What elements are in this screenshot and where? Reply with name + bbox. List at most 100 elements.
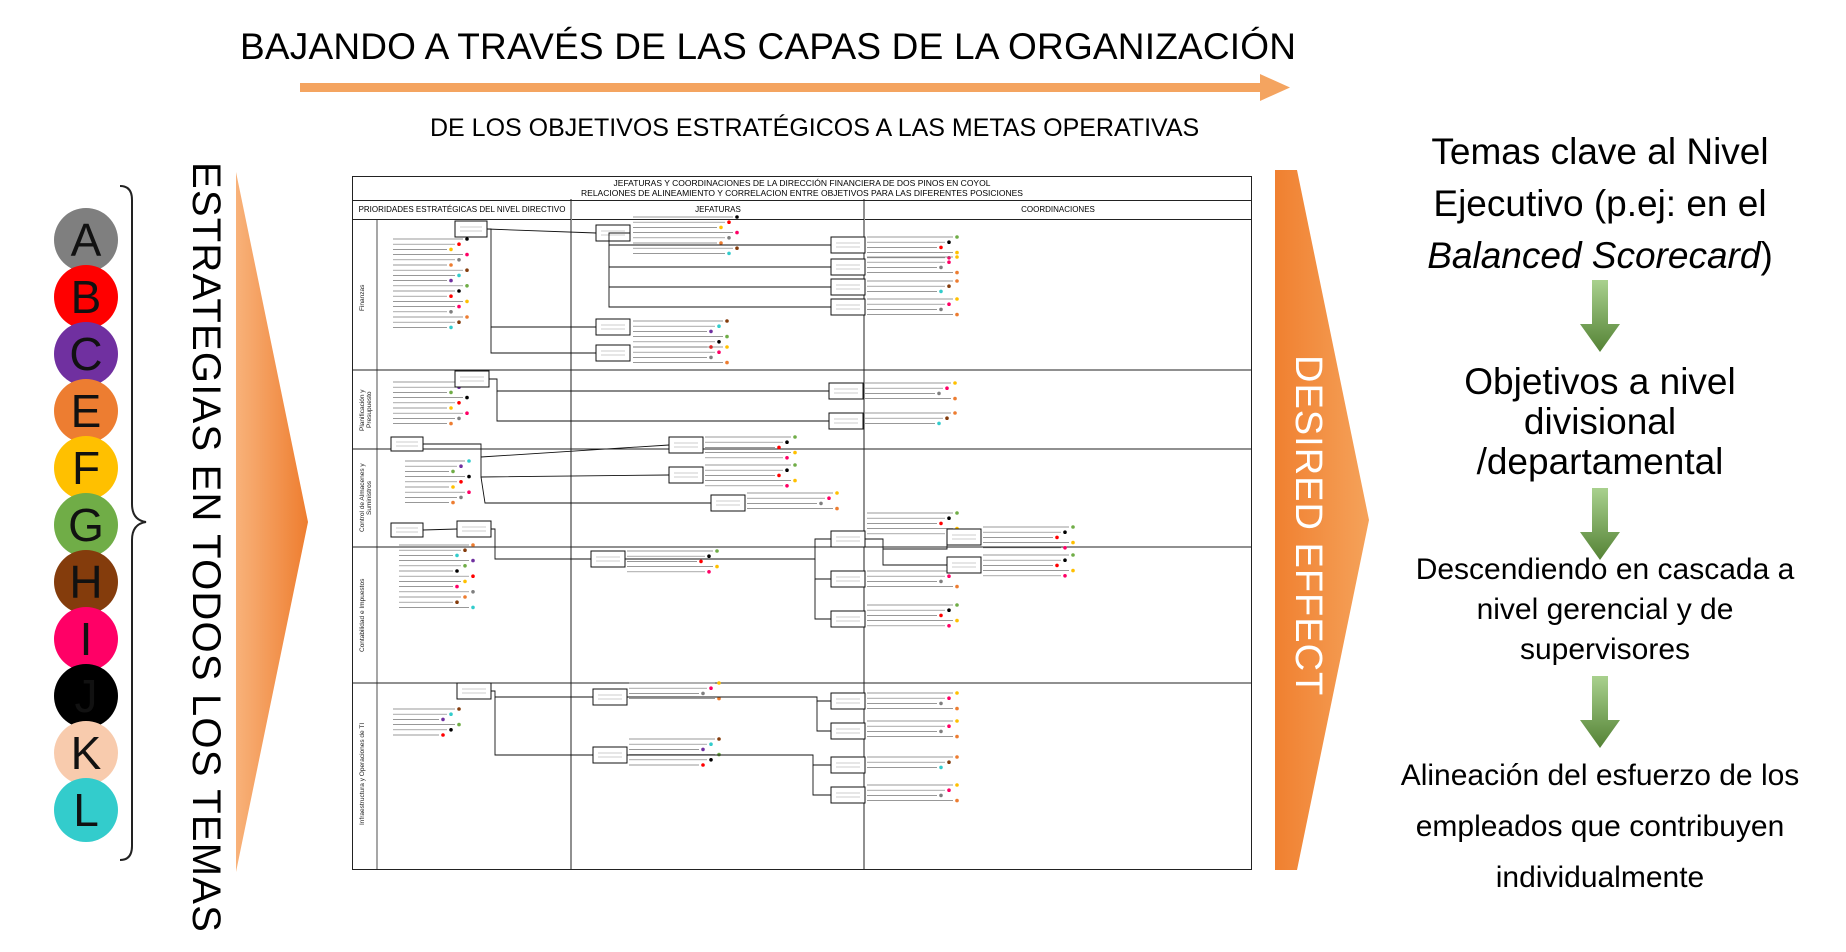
theme-dot bbox=[735, 246, 739, 250]
theme-dot bbox=[467, 474, 471, 479]
theme-dot bbox=[955, 255, 959, 259]
theme-dot bbox=[793, 463, 797, 467]
theme-dot bbox=[449, 247, 453, 252]
theme-dot bbox=[1063, 530, 1067, 534]
theme-dot bbox=[727, 251, 731, 256]
objective-box bbox=[828, 412, 864, 430]
top-right-arrow bbox=[300, 74, 1290, 101]
theme-dot bbox=[947, 516, 951, 520]
objective-box bbox=[946, 528, 982, 546]
theme-dot bbox=[471, 558, 475, 563]
objective-box bbox=[830, 278, 866, 296]
cascade-text: Descendiendo en cascada a nivel gerencia… bbox=[1415, 553, 1795, 666]
connector-line bbox=[627, 696, 831, 702]
theme-dot bbox=[719, 241, 723, 245]
theme-dot bbox=[455, 600, 459, 604]
objective-box bbox=[830, 610, 866, 628]
document-header-line1: JEFATURAS Y COORDINACIONES DE LA DIRECCI… bbox=[613, 178, 991, 188]
theme-dot bbox=[785, 456, 789, 460]
theme-dot bbox=[1071, 568, 1075, 573]
theme-dot bbox=[955, 584, 959, 589]
strategy-circle: I bbox=[54, 607, 118, 671]
theme-dot bbox=[955, 250, 959, 255]
theme-dot bbox=[467, 490, 471, 495]
theme-dot bbox=[947, 302, 951, 306]
theme-dot bbox=[939, 793, 943, 798]
strategy-circle: L bbox=[54, 778, 118, 842]
objective-box bbox=[828, 382, 864, 400]
theme-dot bbox=[717, 681, 721, 685]
theme-dot bbox=[947, 724, 951, 728]
theme-dot bbox=[955, 783, 959, 787]
down-arrow-icon bbox=[1580, 488, 1620, 560]
theme-dot bbox=[947, 608, 951, 612]
document-header: JEFATURAS Y COORDINACIONES DE LA DIRECCI… bbox=[353, 177, 1251, 201]
objective-box bbox=[390, 436, 424, 452]
theme-dot bbox=[457, 289, 461, 293]
theme-dot bbox=[441, 717, 445, 722]
theme-dot bbox=[449, 712, 453, 716]
objective-box bbox=[456, 682, 492, 700]
theme-dot bbox=[449, 263, 453, 267]
theme-dot bbox=[709, 758, 713, 762]
theme-dot bbox=[1071, 540, 1075, 545]
theme-dot bbox=[785, 468, 789, 473]
theme-dot bbox=[717, 696, 721, 701]
theme-dot bbox=[1071, 525, 1075, 529]
theme-dot bbox=[701, 763, 705, 767]
theme-dot bbox=[451, 500, 455, 505]
theme-dot bbox=[451, 485, 455, 489]
theme-dot bbox=[955, 603, 959, 607]
connector-line bbox=[490, 327, 596, 354]
page-title: BAJANDO A TRAVÉS DE LAS CAPAS DE LA ORGA… bbox=[240, 26, 1297, 67]
theme-dot bbox=[735, 230, 739, 235]
theme-dot bbox=[725, 319, 729, 323]
theme-dot bbox=[725, 334, 729, 339]
theme-dot bbox=[449, 278, 453, 283]
theme-dot bbox=[717, 350, 721, 354]
theme-dot bbox=[465, 395, 469, 400]
connector-line bbox=[487, 228, 596, 328]
connector-line bbox=[812, 765, 831, 796]
theme-dot bbox=[725, 345, 729, 349]
down-arrow-icon bbox=[1580, 280, 1620, 352]
desired-effect-arrow bbox=[1275, 170, 1369, 870]
theme-dot bbox=[451, 469, 455, 474]
theme-dot bbox=[827, 496, 831, 501]
theme-dot bbox=[709, 355, 713, 360]
connector-line bbox=[625, 538, 831, 560]
theme-dot bbox=[939, 701, 943, 706]
divisional-objectives-text: Objetivos a nivel divisional /departamen… bbox=[1464, 361, 1736, 482]
theme-dot bbox=[471, 543, 475, 547]
theme-dot bbox=[953, 381, 957, 385]
theme-dot bbox=[1055, 563, 1059, 568]
theme-dot bbox=[955, 755, 959, 759]
theme-dot bbox=[945, 416, 949, 420]
theme-dot bbox=[471, 574, 475, 578]
connector-line bbox=[480, 476, 711, 504]
strategy-circle: C bbox=[54, 322, 118, 386]
theme-dot bbox=[735, 215, 739, 219]
theme-dot bbox=[955, 798, 959, 803]
theme-dot bbox=[701, 747, 705, 752]
theme-dot bbox=[463, 595, 467, 599]
theme-dot bbox=[939, 729, 943, 734]
theme-dot bbox=[939, 765, 943, 770]
objective-box bbox=[710, 494, 746, 512]
theme-dot bbox=[465, 299, 469, 304]
down-arrow-icon bbox=[1580, 676, 1620, 748]
theme-dot bbox=[463, 579, 467, 584]
strategy-circle: K bbox=[54, 721, 118, 785]
objective-box bbox=[456, 520, 492, 538]
theme-dot bbox=[455, 553, 459, 558]
theme-dot bbox=[465, 268, 469, 272]
theme-dot bbox=[947, 788, 951, 792]
theme-dot bbox=[449, 406, 453, 410]
connector-line bbox=[423, 443, 670, 478]
objective-box bbox=[830, 692, 866, 710]
objective-box bbox=[454, 220, 488, 238]
theme-dot bbox=[725, 360, 729, 365]
theme-dot bbox=[719, 225, 723, 230]
connector-line bbox=[814, 579, 831, 620]
objective-box bbox=[946, 556, 982, 574]
